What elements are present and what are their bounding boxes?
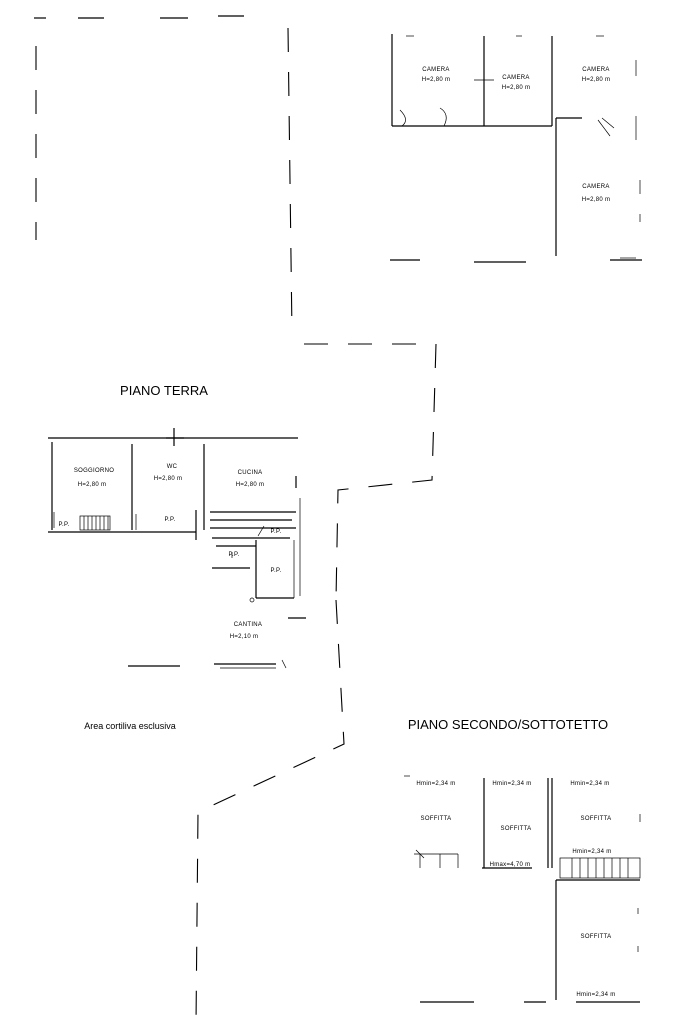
attic-room-labels: Hmin=2,34 m SOFFITTA Hmin=2,34 m SOFFITT… xyxy=(416,781,615,998)
first-floor-plan xyxy=(390,34,642,263)
room-label: WC xyxy=(167,464,178,470)
room-height: H=2,80 m xyxy=(582,197,611,203)
staircase-icon xyxy=(414,849,459,868)
second-floor-title: PIANO SECONDO/SOTTOTETTO xyxy=(408,717,608,732)
attic-plan xyxy=(404,775,641,1003)
room-height: Hmin=2,34 m xyxy=(576,992,615,998)
staircase-icon xyxy=(79,515,111,531)
room-label: SOGGIORNO xyxy=(74,468,114,474)
room-height: Hmin=2,34 m xyxy=(416,781,455,787)
room-label: CAMERA xyxy=(582,184,609,190)
room-height: Hmin=2,34 m xyxy=(492,781,531,787)
ground-floor-room-labels: SOGGIORNO H=2,80 m WC H=2,80 m CUCINA H=… xyxy=(59,464,282,640)
small-label: P.P. xyxy=(271,529,282,535)
ground-floor-plan xyxy=(48,428,306,669)
room-height: H=2,80 m xyxy=(502,85,531,91)
room-label: CUCINA xyxy=(238,470,263,476)
room-label: CAMERA xyxy=(582,67,609,73)
staircase-icon xyxy=(559,857,641,879)
room-height: H=2,80 m xyxy=(154,476,183,482)
room-label: CANTINA xyxy=(234,622,262,628)
small-label: P.P. xyxy=(229,552,240,558)
room-label: CAMERA xyxy=(502,75,529,81)
small-label: P.P. xyxy=(165,517,176,523)
courtyard-label: Area cortiliva esclusiva xyxy=(84,721,176,731)
room-height: Hmin=2,34 m xyxy=(572,849,611,855)
room-height: H=2,80 m xyxy=(236,482,265,488)
room-height: H=2,80 m xyxy=(78,482,107,488)
small-label: P.P. xyxy=(271,568,282,574)
room-height: Hmin=2,34 m xyxy=(570,781,609,787)
room-label: SOFFITTA xyxy=(501,826,532,832)
room-height: H=2,80 m xyxy=(582,77,611,83)
room-label: SOFFITTA xyxy=(581,816,612,822)
room-height: Hmax=4,70 m xyxy=(490,862,531,868)
ground-floor-title: PIANO TERRA xyxy=(120,383,208,398)
first-floor-room-labels: CAMERA H=2,80 m CAMERA H=2,80 m CAMERA H… xyxy=(422,67,611,203)
room-label: CAMERA xyxy=(422,67,449,73)
room-height: H=2,10 m xyxy=(230,634,259,640)
small-label: P.P. xyxy=(59,522,70,528)
room-label: SOFFITTA xyxy=(421,816,452,822)
room-height: H=2,80 m xyxy=(422,77,451,83)
room-label: SOFFITTA xyxy=(581,934,612,940)
property-boundary xyxy=(34,15,437,1024)
